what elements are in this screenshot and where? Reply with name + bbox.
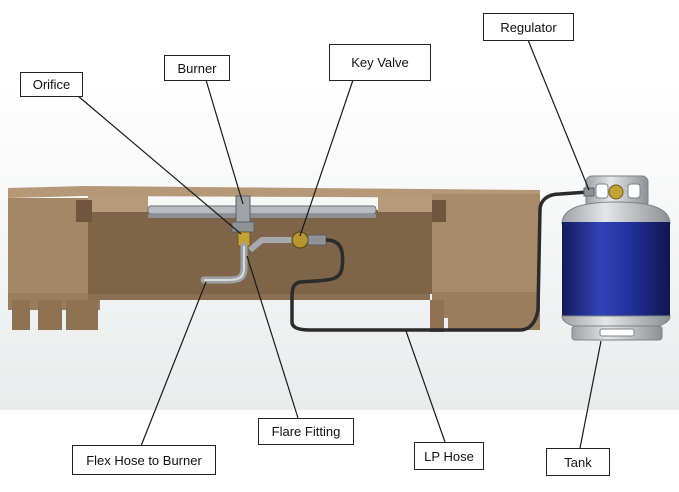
label-regulator: Regulator	[483, 13, 574, 41]
label-burner: Burner	[164, 55, 230, 81]
orifice-leader	[77, 95, 242, 235]
label-flare-fitting: Flare Fitting	[258, 418, 354, 445]
tank-leader	[579, 340, 602, 449]
flare-fitting-leader	[246, 255, 299, 419]
lp-hose	[290, 190, 589, 332]
leader-lines	[77, 39, 602, 449]
regulator-leader	[527, 39, 590, 191]
lp-hose-leader	[405, 330, 446, 443]
flex-hose-leader	[140, 281, 207, 447]
key-valve-leader	[299, 79, 354, 237]
label-flex-hose: Flex Hose to Burner	[72, 445, 216, 475]
label-key-valve: Key Valve	[329, 44, 431, 81]
label-orifice: Orifice	[20, 72, 83, 97]
propane-tank	[561, 175, 671, 341]
label-tank: Tank	[546, 448, 610, 476]
label-lp-hose: LP Hose	[414, 442, 484, 470]
enclosure-cutaway	[8, 186, 540, 332]
burner-assembly	[147, 195, 377, 284]
burner-leader	[205, 79, 244, 205]
